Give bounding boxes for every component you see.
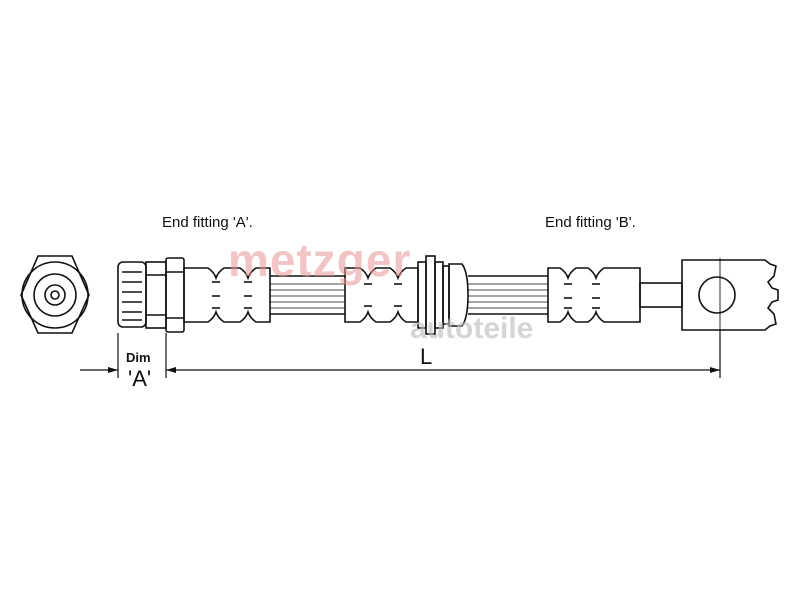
mid-ferrule-bracket	[344, 255, 469, 335]
fitting-b-ferrule	[547, 267, 641, 323]
fitting-a-ferrule	[183, 267, 271, 323]
dim-a-value: 'A'	[128, 366, 152, 391]
fitting-a-threaded-end	[117, 257, 185, 333]
hex-nut-end-view	[20, 255, 90, 334]
end-fitting-a-label: End fitting 'A'.	[162, 214, 253, 231]
watermark-subtitle: autoteile	[410, 312, 534, 345]
dim-label: Dim	[126, 350, 151, 365]
hose-section-2	[468, 275, 548, 315]
end-fitting-b-label: End fitting 'B'.	[545, 214, 636, 231]
hose-section-1	[270, 275, 345, 315]
fitting-b-banjo-eye	[639, 258, 779, 331]
watermark-brand: metzger	[228, 234, 412, 286]
length-label: L	[420, 344, 433, 369]
dimension-lines	[80, 330, 721, 378]
